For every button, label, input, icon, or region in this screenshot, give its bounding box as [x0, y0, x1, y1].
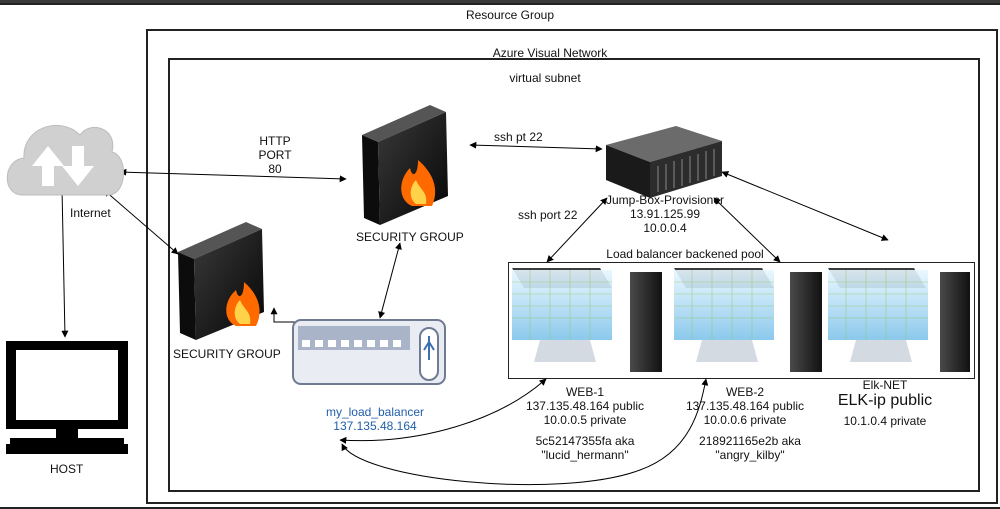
web1-server-icon: [512, 268, 662, 372]
elk-server-icon: [828, 268, 970, 372]
elk-private: 10.1.0.4 private: [843, 414, 927, 428]
web1-private: 10.0.0.5 private: [543, 413, 627, 427]
jumpbox-server-icon: [606, 126, 722, 198]
sg-top-to-lb-arrow: [378, 242, 402, 319]
web1-name: WEB-1: [565, 385, 604, 399]
backend-pool-container: [508, 262, 975, 379]
ssh-port-label: ssh port 22: [518, 208, 578, 222]
security-group-top-label: SECURITY GROUP: [356, 230, 464, 244]
web2-private: 10.0.0.6 private: [703, 413, 787, 427]
elk-public: ELK-ip public: [837, 392, 933, 409]
web2-alias: "angry_kilby": [715, 448, 785, 462]
web1-public: 137.135.48.164 public: [525, 399, 645, 413]
jumpbox-to-elk-arrow: [721, 171, 889, 241]
security-group-left-icon: [178, 222, 264, 340]
load-balancer-ip: 137.135.48.164: [333, 419, 417, 433]
internet-cloud-icon: [6, 124, 125, 196]
jumpbox-name: Jump-Box-Provisioner: [605, 193, 725, 207]
internet-to-sg-left-arrow: [103, 189, 179, 255]
ssh-pt-label: ssh pt 22: [494, 130, 543, 144]
load-balancer-icon: [292, 319, 446, 385]
connectors: [58, 141, 889, 486]
internet-to-sg-top-arrow: [119, 168, 347, 183]
resource-group-label: Resource Group: [465, 8, 555, 22]
load-balancer-name: my_load_balancer: [325, 405, 425, 419]
jumpbox-public-ip: 13.91.125.99: [629, 207, 701, 221]
lb-to-web2-arrow: [341, 378, 709, 486]
virtual-subnet-label: virtual subnet: [509, 71, 581, 85]
http-line1: HTTP: [259, 134, 291, 148]
web1-id: 5c52147355fa aka: [535, 434, 635, 448]
jumpbox-private-ip: 10.0.0.4: [643, 221, 687, 235]
security-group-left-label: SECURITY GROUP: [173, 347, 281, 361]
web2-public: 137.135.48.164 public: [685, 399, 805, 413]
web2-id: 218921165e2b aka: [699, 434, 801, 448]
azure-network-container: [146, 29, 998, 504]
internet-label: Internet: [70, 206, 111, 220]
internet-to-host-arrow: [58, 187, 69, 338]
http-line2: PORT: [258, 148, 292, 162]
host-label: HOST: [50, 462, 84, 476]
http-line3: 80: [268, 162, 282, 176]
web2-name: WEB-2: [725, 385, 764, 399]
azure-network-label: Azure Visual Network: [492, 46, 608, 60]
security-group-top-icon: [362, 105, 448, 225]
host-computer-icon: [6, 341, 128, 454]
web2-server-icon: [674, 268, 822, 372]
jumpbox-to-web1-arrow: [546, 197, 608, 263]
elk-name: Elk-NET: [862, 378, 908, 392]
web1-alias: "lucid_hermann": [541, 448, 629, 462]
sg-left-to-lb-link: [270, 307, 296, 323]
virtual-subnet-container: [168, 58, 980, 492]
top-edge: [0, 0, 1000, 3]
sg-top-to-jumpbox-arrow: [469, 141, 603, 153]
